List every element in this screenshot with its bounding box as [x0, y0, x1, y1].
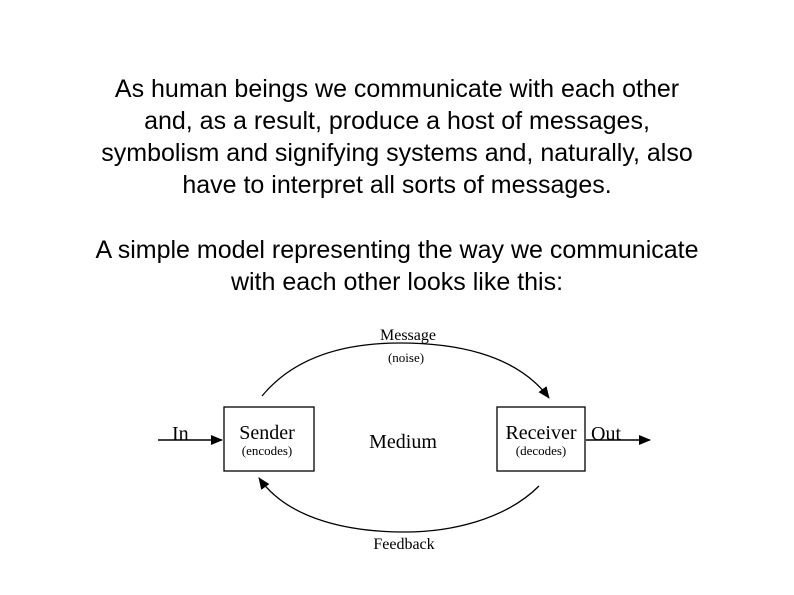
intro-line-4: have to interpret all sorts of messages.: [182, 171, 612, 199]
model-intro-paragraph: A simple model representing the way we c…: [40, 234, 754, 298]
output-label: Out: [591, 423, 621, 445]
medium-label: Medium: [369, 431, 437, 453]
intro-line-3: symbolism and signifying systems and, na…: [101, 139, 693, 167]
receiver-title: Receiver: [505, 422, 576, 444]
model-intro-line-1: A simple model representing the way we c…: [95, 236, 699, 264]
intro-line-2: and, as a result, produce a host of mess…: [144, 107, 650, 135]
feedback-arrow: [258, 477, 540, 533]
message-subtitle: (noise): [388, 350, 424, 365]
receiver-box: [496, 406, 586, 472]
sender-box: [223, 406, 315, 472]
model-intro-line-2: with each other looks like this:: [230, 268, 564, 296]
receiver-subtitle: (decodes): [516, 443, 567, 458]
input-label: In: [172, 423, 189, 445]
message-title: Message: [380, 327, 436, 344]
intro-line-1: As human beings we communicate with each…: [114, 75, 680, 103]
sender-subtitle: (encodes): [242, 443, 293, 458]
intro-paragraph: As human beings we communicate with each…: [40, 73, 754, 201]
message-arrow: [261, 342, 550, 399]
sender-title: Sender: [239, 422, 295, 444]
feedback-label: Feedback: [373, 536, 434, 553]
